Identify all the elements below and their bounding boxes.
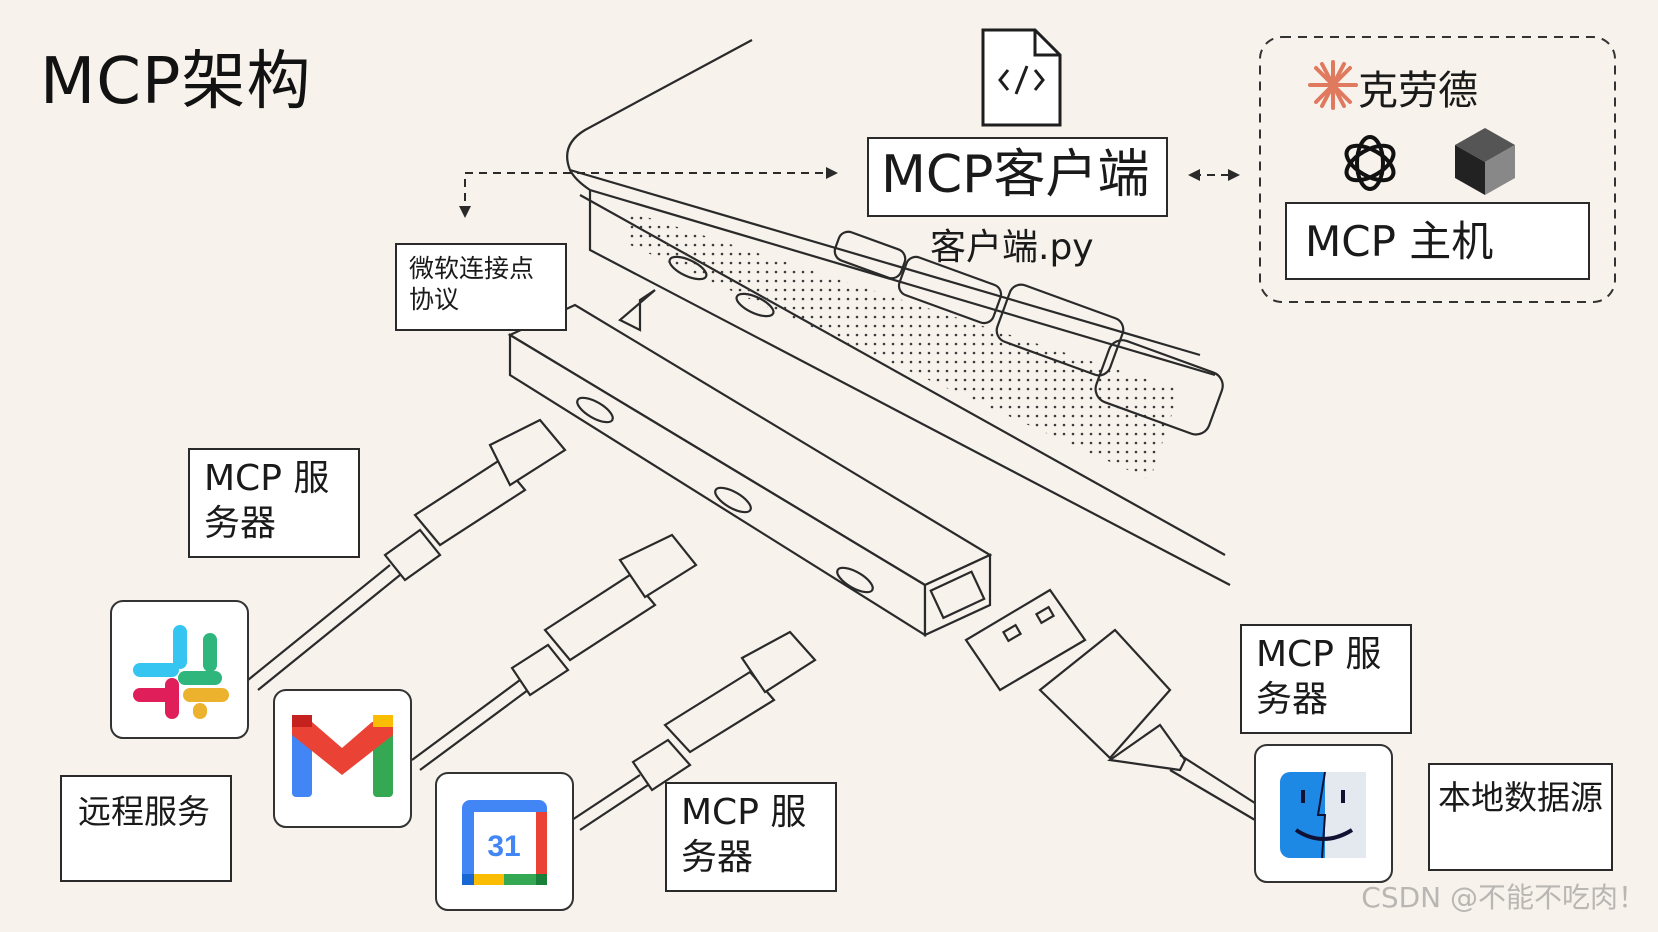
protocol-label: 微软连接点协议 <box>395 243 567 331</box>
host-group-box <box>1259 36 1616 303</box>
arrowhead-host <box>1228 169 1240 181</box>
protocol-label-text: 微软连接点协议 <box>409 254 535 315</box>
server-label-3: MCP 服务器 <box>1240 624 1412 734</box>
host-label: MCP 主机 <box>1285 202 1590 280</box>
slack-icon <box>133 625 229 719</box>
page-title: MCP架构 <box>40 45 312 119</box>
host-label-text: MCP 主机 <box>1305 217 1494 266</box>
gmail-icon <box>292 715 393 797</box>
client-file-name: 客户端.py <box>930 227 1094 268</box>
local-datasource-text: 本地数据源 <box>1438 778 1603 817</box>
server-label-1: MCP 服务器 <box>188 448 360 558</box>
server-label-2: MCP 服务器 <box>665 782 837 892</box>
local-datasource-label: 本地数据源 <box>1428 763 1613 871</box>
slack-tile <box>110 600 249 739</box>
openai-logo-icon <box>1344 135 1396 191</box>
remote-services-text: 远程服务 <box>78 792 210 831</box>
usb-hub <box>507 289 993 637</box>
client-label-text: MCP客户端 <box>881 145 1150 205</box>
server-label-1-text: MCP 服务器 <box>204 458 330 544</box>
laptop-illustration <box>566 39 1231 586</box>
host-brand-name: 克劳德 <box>1358 68 1478 114</box>
arrowhead-client <box>826 167 838 179</box>
arrowhead-protocol <box>459 206 471 218</box>
calendar-day-number: 31 <box>487 830 520 863</box>
remote-services-label: 远程服务 <box>60 775 232 882</box>
code-file-icon <box>981 28 1062 127</box>
claude-star-icon <box>1308 60 1358 110</box>
server-label-3-text: MCP 服务器 <box>1256 634 1382 720</box>
google-calendar-icon <box>462 800 547 885</box>
arrowhead-client-left <box>1188 169 1200 181</box>
server-label-2-text: MCP 服务器 <box>681 792 807 878</box>
finder-icon <box>1280 771 1366 859</box>
cable-gmail <box>411 533 698 771</box>
watermark: CSDN @不能不吃肉！ <box>1361 881 1646 914</box>
cable-calendar <box>571 630 817 831</box>
cable-slack <box>247 418 567 691</box>
client-label: MCP客户端 <box>867 137 1168 217</box>
cube-logo-icon <box>1455 128 1515 195</box>
usb-a-plug <box>964 588 1259 821</box>
